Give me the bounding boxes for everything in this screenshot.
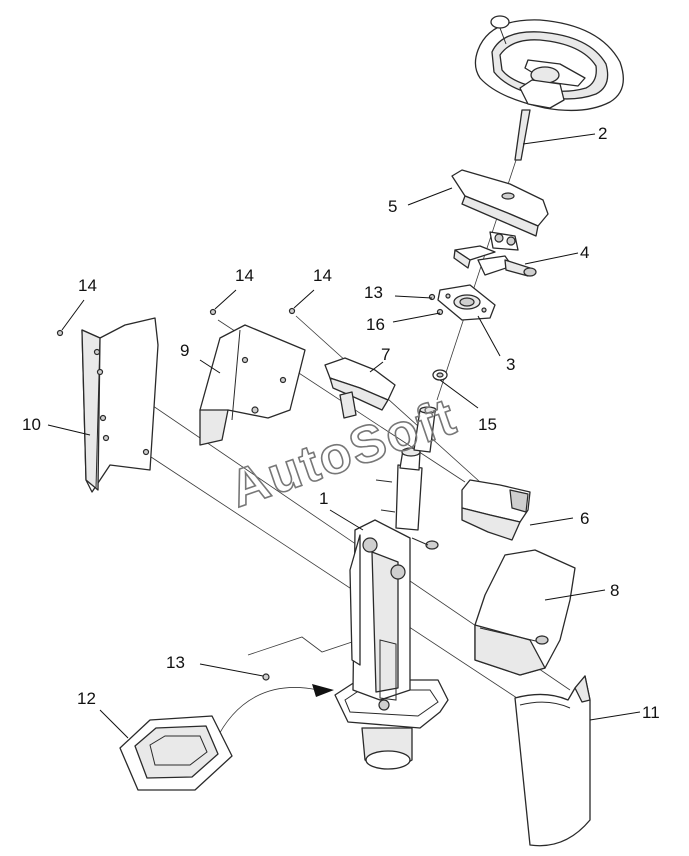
part-3-flange-plate bbox=[437, 284, 496, 321]
callout-16: 16 bbox=[366, 315, 385, 334]
part-9-left-panel bbox=[199, 324, 306, 446]
callout-6: 6 bbox=[580, 509, 589, 528]
callout-14-left: 14 bbox=[78, 276, 97, 295]
callout-3: 3 bbox=[506, 355, 515, 374]
part-1-steering-column bbox=[334, 406, 449, 770]
callout-7: 7 bbox=[381, 345, 390, 364]
callout-5: 5 bbox=[388, 197, 397, 216]
part-5-upper-shroud bbox=[451, 169, 549, 237]
callout-labels: 2 5 4 13 16 3 15 7 9 10 14 14 14 1 6 8 1… bbox=[22, 124, 660, 722]
part-6-small-cover bbox=[461, 479, 531, 541]
part-11-rear-cover bbox=[514, 675, 591, 847]
callout-9: 9 bbox=[180, 341, 189, 360]
part-8-lower-cover bbox=[474, 549, 576, 676]
leader-lines bbox=[47, 133, 641, 739]
part-10-left-tall-panel bbox=[81, 317, 159, 493]
part-15-clip bbox=[432, 369, 448, 381]
callout-14-middle: 14 bbox=[235, 266, 254, 285]
callout-2: 2 bbox=[598, 124, 607, 143]
part-12-base-boot bbox=[119, 715, 233, 791]
part-2-steering-wheel bbox=[474, 15, 624, 161]
callout-13-lower: 13 bbox=[166, 653, 185, 672]
callout-14-right: 14 bbox=[313, 266, 332, 285]
part-4-switch-assembly bbox=[453, 231, 537, 277]
callout-1: 1 bbox=[319, 489, 328, 508]
callout-11: 11 bbox=[642, 703, 660, 722]
callout-4: 4 bbox=[580, 243, 589, 262]
callout-10: 10 bbox=[22, 415, 41, 434]
callout-8: 8 bbox=[610, 581, 619, 600]
callout-15: 15 bbox=[478, 415, 497, 434]
callout-13-upper: 13 bbox=[364, 283, 383, 302]
part-7-bracket-cover bbox=[324, 357, 396, 419]
callout-12: 12 bbox=[77, 689, 96, 708]
